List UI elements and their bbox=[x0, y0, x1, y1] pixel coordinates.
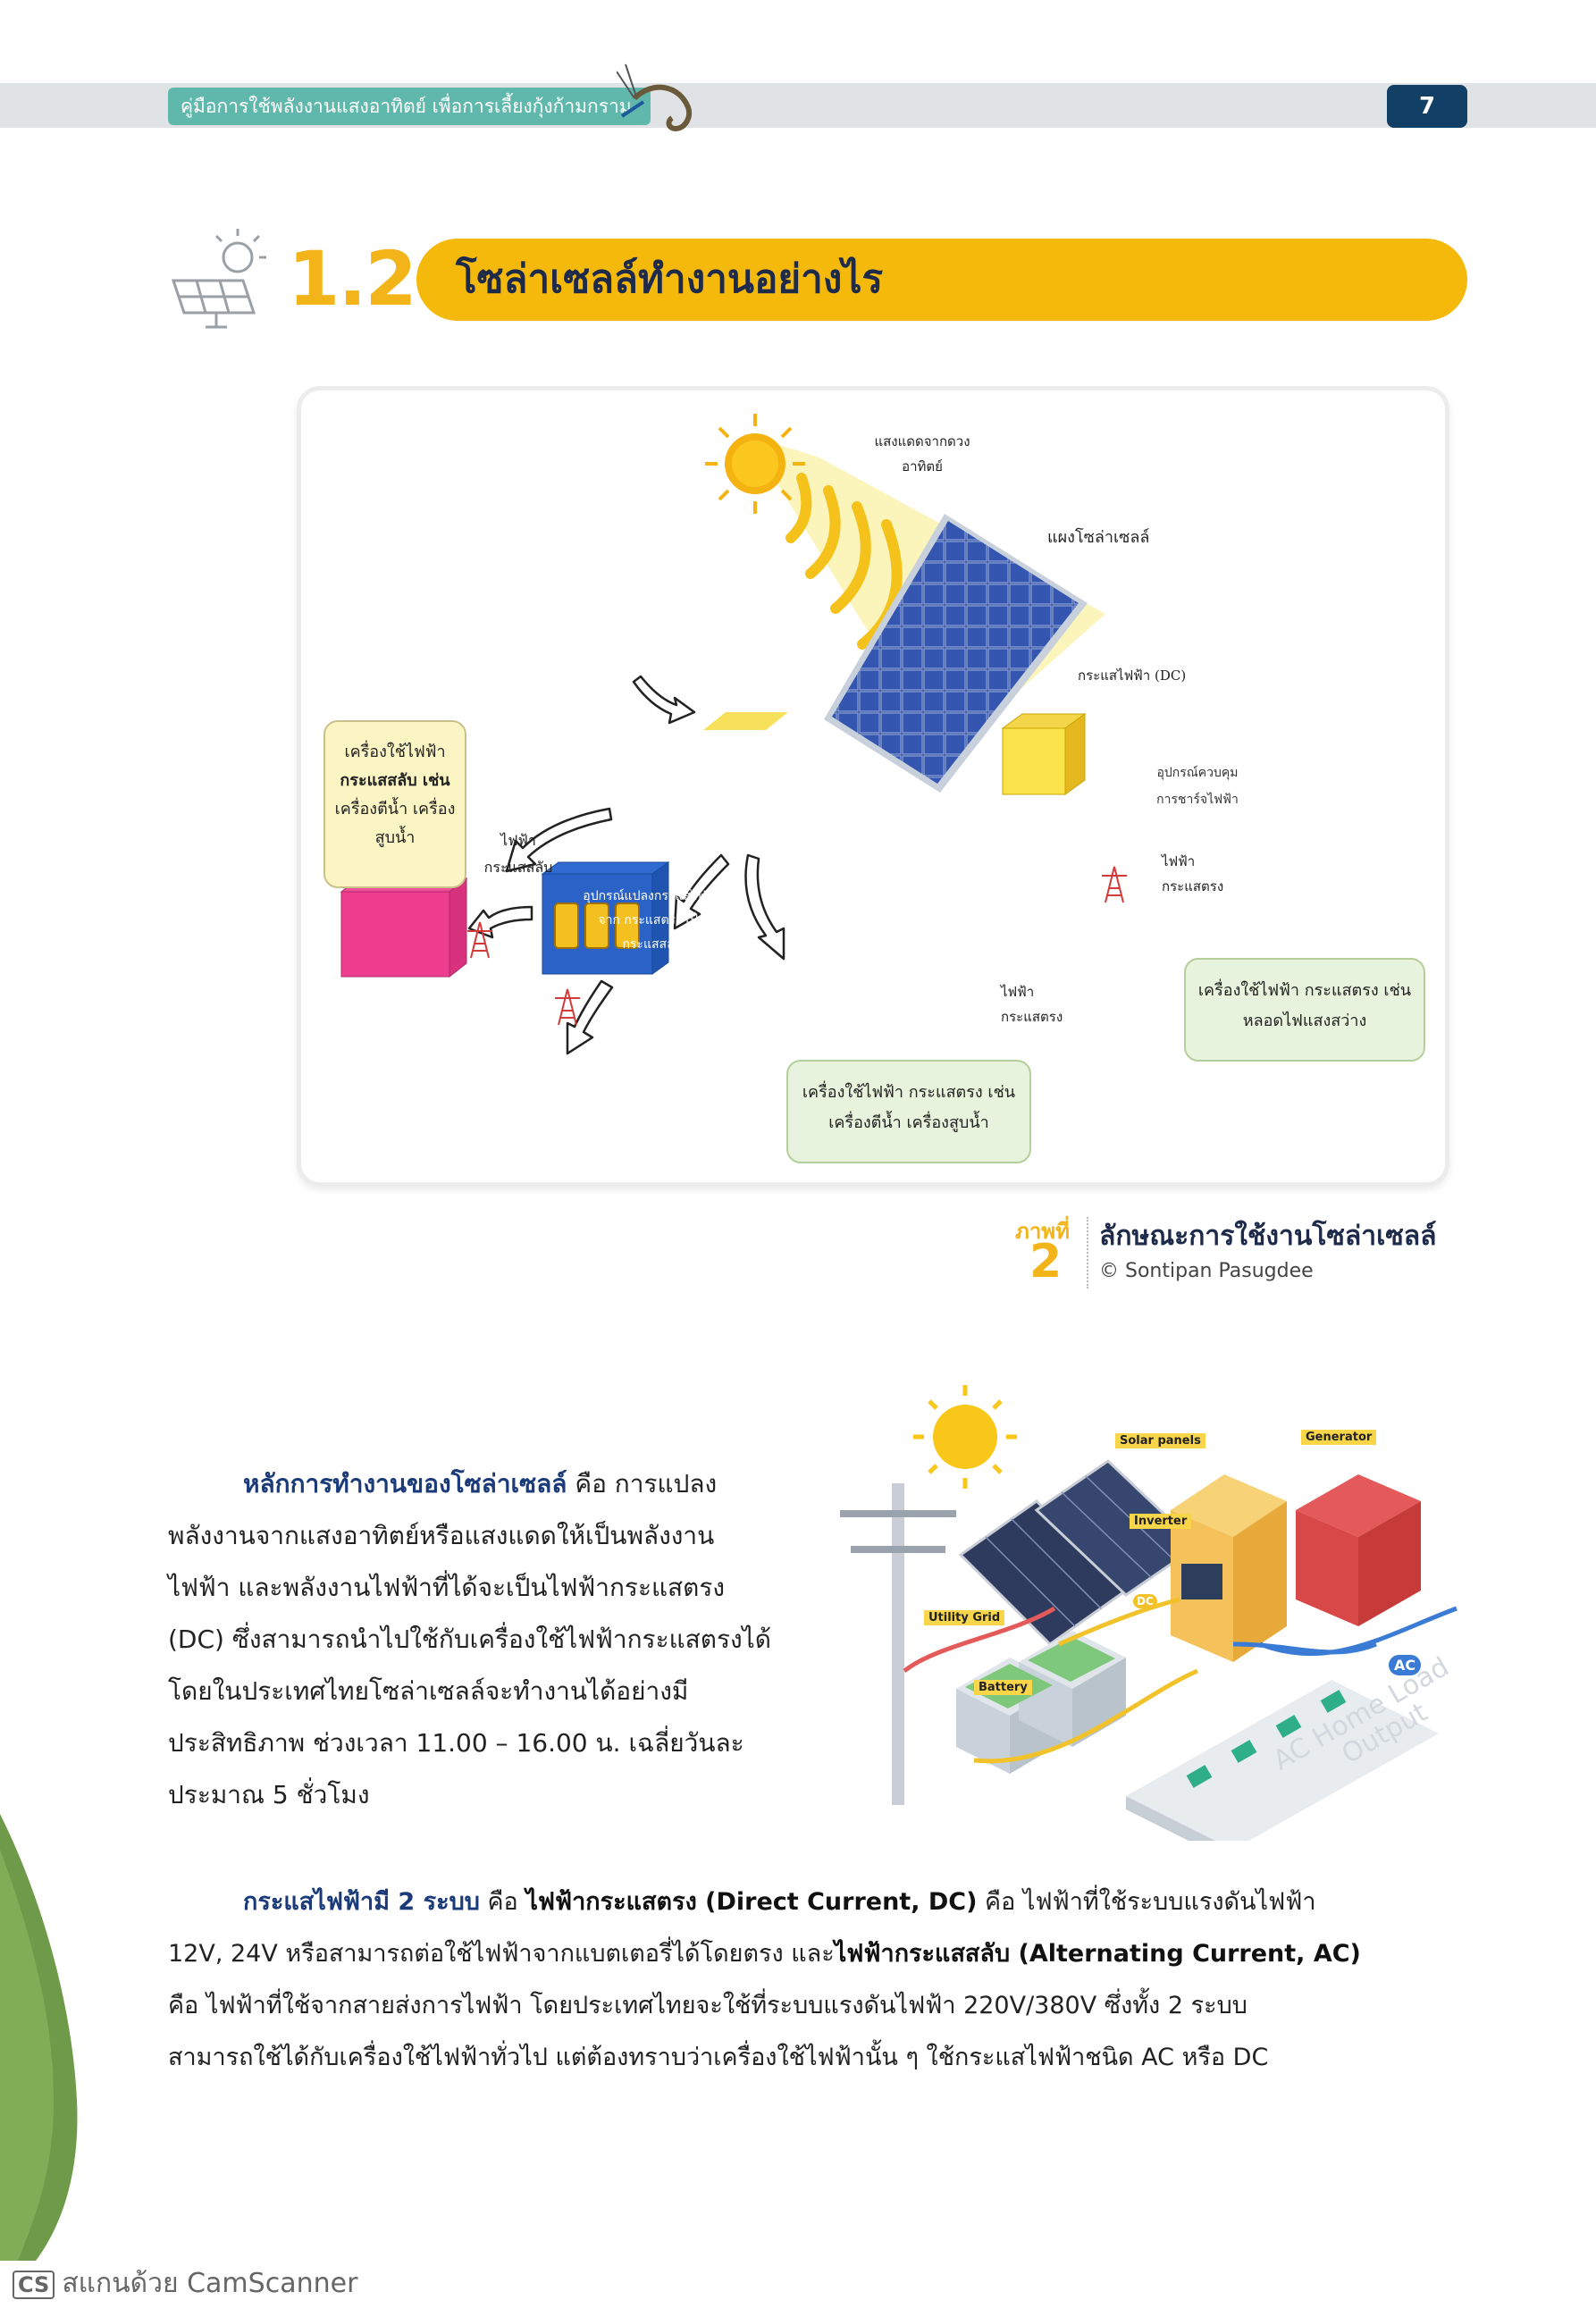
ac-tag: AC bbox=[1389, 1655, 1422, 1675]
grass-decoration bbox=[0, 1814, 78, 2261]
solar-panel bbox=[824, 514, 1088, 793]
para1-line: โดยในประเทศไทยโซล่าเซลล์จะทำงานได้อย่างม… bbox=[168, 1676, 689, 1706]
generator-tag: Generator bbox=[1301, 1430, 1377, 1445]
dc-tag: DC bbox=[1133, 1594, 1157, 1608]
para2-line: สามารถใช้ได้กับเครื่องใช้ไฟฟ้าทั่วไป แต่… bbox=[168, 2044, 1269, 2071]
para1-line: ไฟฟ้า และพลังงานไฟฟ้าที่ได้จะเป็นไฟฟ้ากร… bbox=[168, 1573, 726, 1602]
header-title: คู่มือการใช้พลังงานแสงอาทิตย์ เพื่อการเล… bbox=[168, 88, 651, 125]
inverter-unit bbox=[1171, 1474, 1287, 1662]
inverter-tag: Inverter bbox=[1130, 1514, 1192, 1529]
figure-caption-title: ลักษณะการใช้งานโซล่าเซลล์ bbox=[1099, 1221, 1437, 1252]
ac-outlet-strip bbox=[1126, 1680, 1439, 1841]
figure-caption-number: 2 bbox=[1029, 1235, 1063, 1289]
inverter-box bbox=[340, 877, 468, 978]
dc-appliance-right-box: เครื่องใช้ไฟฟ้า กระแสตรง เช่น หลอดไฟแสงส… bbox=[1184, 958, 1425, 1062]
para1-line: ประสิทธิภาพ ช่วงเวลา 11.00 – 16.00 น. เฉ… bbox=[168, 1728, 744, 1758]
arrow-battery-to-dc-load bbox=[566, 979, 614, 1055]
generator-unit bbox=[1296, 1474, 1421, 1626]
camscanner-logo-icon: CS bbox=[13, 2271, 55, 2299]
ac-appliance-box: เครื่องใช้ไฟฟ้า กระแสสลับ เช่น เครื่องตี… bbox=[323, 720, 466, 888]
dc-current-label: กระแสไฟฟ้า (DC) bbox=[1078, 667, 1187, 684]
paragraph-solar-principle: หลักการทำงานของโซล่าเซลล์ คือ การแปลง พล… bbox=[168, 1458, 794, 1834]
dc-power-bottom-label: ไฟฟ้า กระแสตรง bbox=[1001, 984, 1063, 1025]
section-title-pill bbox=[416, 239, 1467, 321]
power-tower-icon bbox=[467, 866, 1127, 1026]
sun-icon bbox=[705, 414, 805, 514]
solar-panels bbox=[958, 1459, 1200, 1646]
inverter-label: อุปกรณ์แปลงกระแสไฟฟ้า จาก กระแสตรง เป็น … bbox=[583, 889, 722, 952]
para1-line: พลังงานจากแสงอาทิตย์หรือแสงแดดให้เป็นพลั… bbox=[168, 1521, 715, 1550]
para2-line: 12V, 24V หรือสามารถต่อใช้ไฟฟ้าจากแบตเตอร… bbox=[168, 1940, 1361, 1968]
arrow-controller-to-battery bbox=[673, 853, 730, 930]
utility-grid-tag: Utility Grid bbox=[924, 1610, 1005, 1625]
para1-line: หลักการทำงานของโซล่าเซลล์ คือ การแปลง bbox=[243, 1469, 718, 1498]
arrow-battery-to-inverter bbox=[467, 905, 533, 939]
arrow-panel-to-controller bbox=[632, 675, 696, 725]
figure-caption-prefix: ภาพที่ bbox=[1015, 1219, 1070, 1244]
section-number: 1.2 bbox=[288, 235, 417, 323]
utility-pole bbox=[840, 1483, 956, 1805]
figure-caption-credit: © Sontipan Pasugdee bbox=[1099, 1260, 1314, 1282]
para2-line: กระแสไฟฟ้ามี 2 ระบบ คือ ไฟฟ้ากระแสตรง (D… bbox=[243, 1888, 1316, 1916]
battery-label: แบตเตอรี่ bbox=[926, 865, 978, 879]
section-title: โซล่าเซลล์ทำงานอย่างไร bbox=[456, 256, 884, 302]
charge-controller-label: อุปกรณ์ควบคุม การชาร์จไฟฟ้า bbox=[1156, 766, 1239, 807]
battery-tag: Battery bbox=[974, 1680, 1032, 1695]
para1-line: (DC) ซึ่งสามารถนำไปใช้กับเครื่องใช้ไฟฟ้า… bbox=[168, 1624, 771, 1654]
para2-line: คือ ไฟฟ้าที่ใช้จากสายส่งการไฟฟ้า โดยประเ… bbox=[168, 1992, 1247, 2019]
ac-power-label: ไฟฟ้า กระแสสลับ bbox=[483, 832, 553, 876]
battery-units bbox=[956, 1631, 1126, 1774]
dc-power-right-label: ไฟฟ้า กระแสตรง bbox=[1162, 853, 1224, 894]
solar-panel-label: แผงโซล่าเซลล์ bbox=[1047, 528, 1150, 547]
battery-box bbox=[541, 861, 670, 975]
solar-system-diagram bbox=[340, 414, 1127, 1055]
caption-divider bbox=[1087, 1217, 1088, 1289]
arrow-controller-to-dc-load bbox=[744, 853, 785, 961]
para1-line: ประมาณ 5 ชั่วโมง bbox=[168, 1780, 370, 1809]
charge-controller-box bbox=[703, 712, 788, 730]
page-number: 7 bbox=[1387, 85, 1467, 128]
solar-panels-tag: Solar panels bbox=[1115, 1433, 1205, 1448]
solar-panel-icon bbox=[171, 229, 266, 329]
solar-system-illustration bbox=[840, 1385, 1457, 1841]
sunlight-label: แสงแดดจากดวง อาทิตย์ bbox=[874, 433, 970, 474]
sun-icon bbox=[913, 1385, 1017, 1489]
arrow-panel-to-inverter bbox=[505, 807, 613, 873]
shrimp-icon bbox=[617, 63, 692, 132]
dc-appliance-bottom-box: เครื่องใช้ไฟฟ้า กระแสตรง เช่น เครื่องตีน… bbox=[786, 1060, 1031, 1163]
paragraph-current-types: กระแสไฟฟ้ามี 2 ระบบ คือ ไฟฟ้ากระแสตรง (D… bbox=[168, 1876, 1473, 2091]
